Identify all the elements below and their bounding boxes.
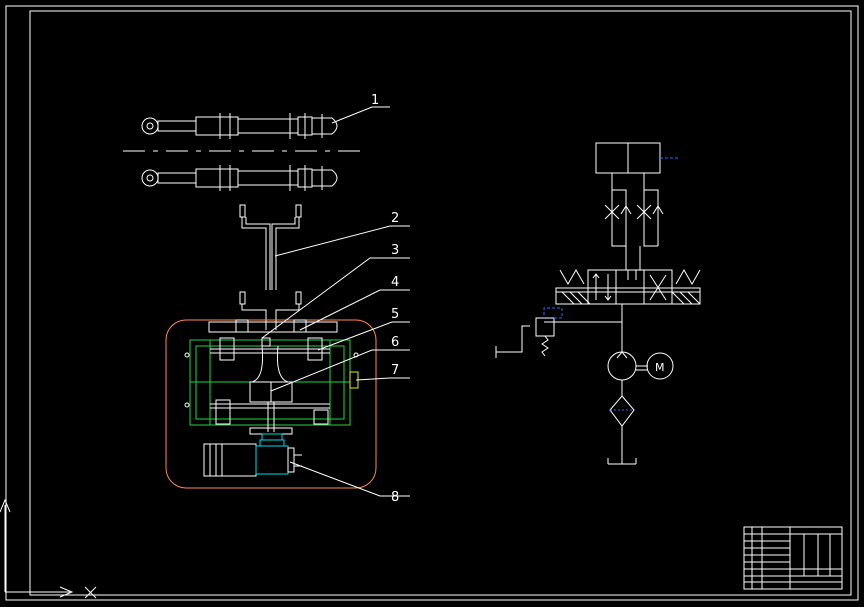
callout-4: 4: [391, 275, 399, 290]
callout-1: 1: [371, 93, 379, 108]
tank-plumbing: [208, 319, 338, 435]
motor: [203, 433, 302, 477]
inner-border: [29, 10, 852, 596]
title-block: [743, 526, 843, 590]
vertical-pipe: [239, 204, 302, 330]
relief-valve: [495, 304, 623, 358]
callout-6: 6: [391, 335, 399, 350]
callout-8: 8: [391, 490, 399, 505]
filter: [607, 380, 637, 465]
ucs-icon: [0, 498, 97, 599]
directional-valve: [555, 268, 701, 305]
pump-motor: M: [607, 351, 674, 381]
callout-3: 3: [391, 243, 399, 258]
callout-7: 7: [391, 363, 399, 378]
callout-leaders: [261, 106, 410, 497]
motor-label: M: [655, 361, 665, 374]
cylinder-upper: [141, 113, 338, 139]
outer-border: [5, 5, 859, 601]
throttle-check-valves: [604, 173, 664, 270]
cylinder-lower: [141, 165, 338, 191]
actuator-block: [595, 142, 680, 174]
callout-2: 2: [391, 211, 399, 226]
base-plate: [165, 319, 377, 489]
callout-5: 5: [391, 307, 399, 322]
